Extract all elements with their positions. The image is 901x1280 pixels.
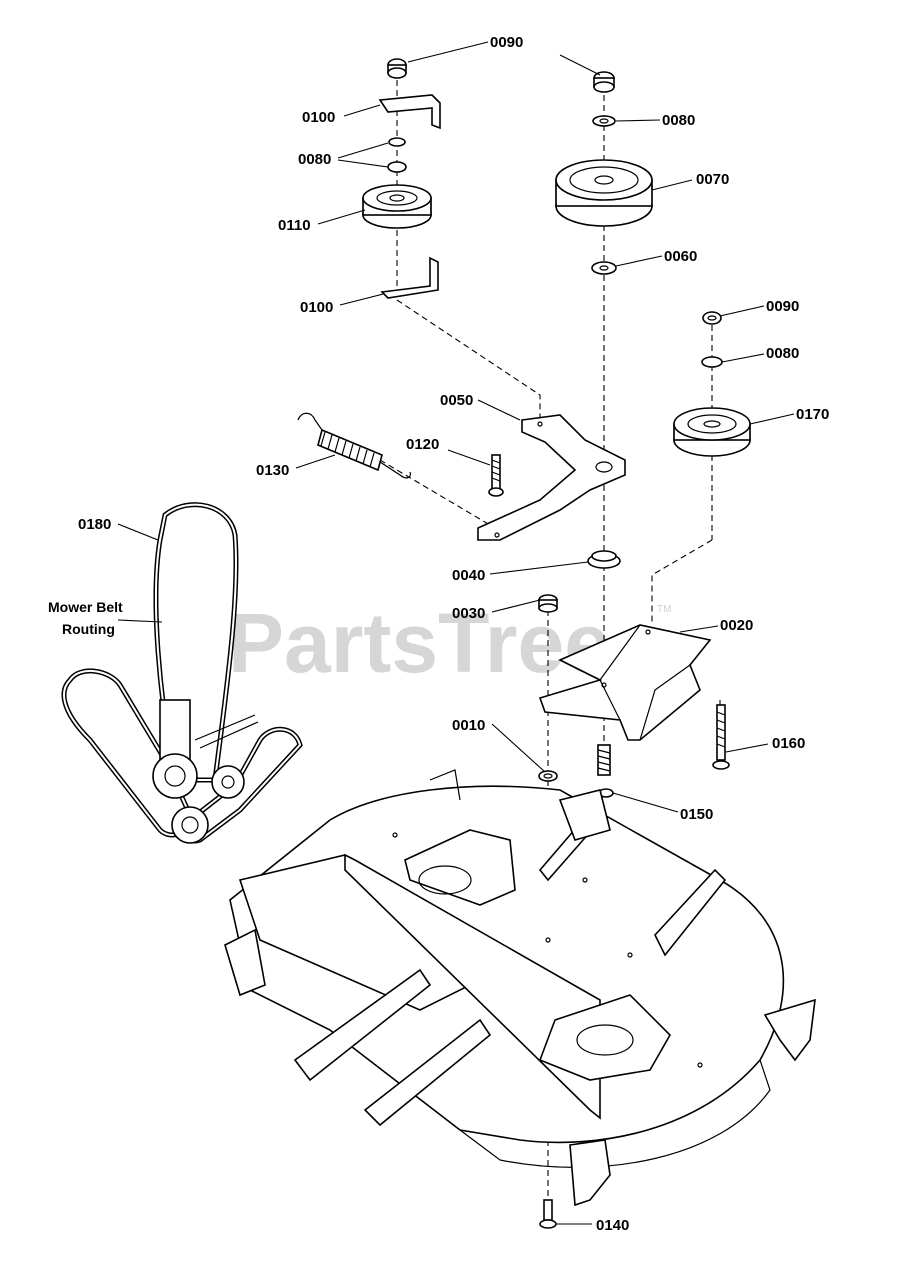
washer-0080-center xyxy=(592,115,616,127)
washer-0060 xyxy=(591,261,617,275)
callout-0120: 0120 xyxy=(406,436,439,453)
callout-0010: 0010 xyxy=(452,717,485,734)
callout-0150: 0150 xyxy=(680,806,713,823)
mower-deck xyxy=(224,769,816,1207)
callout-0040: 0040 xyxy=(452,567,485,584)
callout-0100-b: 0100 xyxy=(300,299,333,316)
callout-0100-a: 0100 xyxy=(302,109,335,126)
callout-0140: 0140 xyxy=(596,1217,629,1234)
nut-0090-right xyxy=(702,311,722,325)
washer-0080-right xyxy=(701,356,723,368)
callout-0070: 0070 xyxy=(696,171,729,188)
washer-0080-left-a xyxy=(388,137,406,147)
pulley-0110 xyxy=(362,184,432,229)
nut-0010 xyxy=(538,770,558,782)
bracket-0100-upper xyxy=(378,94,441,130)
washer-0080-left-b xyxy=(387,161,407,173)
belt-routing-inset xyxy=(61,502,303,844)
idler-arm-0050 xyxy=(477,414,626,541)
bracket-0100-lower xyxy=(380,256,439,299)
callout-0110: 0110 xyxy=(278,217,311,234)
pulley-0170 xyxy=(673,407,751,457)
bushing-0040 xyxy=(587,550,621,569)
watermark-tm: TM xyxy=(657,604,671,615)
nut-0090-center xyxy=(593,71,615,93)
spring-0130 xyxy=(297,412,411,479)
leader-lines xyxy=(117,41,795,1225)
nut-0030 xyxy=(538,594,558,613)
belt-routing-caption-line2: Routing xyxy=(62,621,115,637)
callout-labels: 0090 0100 0080 0110 0100 0090 0080 0070 … xyxy=(78,34,829,1234)
callout-0060: 0060 xyxy=(664,248,697,265)
bolt-0120 xyxy=(488,454,504,497)
pulley-0070 xyxy=(555,159,653,227)
bolt-0160 xyxy=(712,704,730,770)
callout-0090-a: 0090 xyxy=(490,34,523,51)
callout-0080-a: 0080 xyxy=(298,151,331,168)
nut-0090-left xyxy=(387,58,407,79)
callout-0020: 0020 xyxy=(720,617,753,634)
belt-routing-caption-line1: Mower Belt xyxy=(48,599,123,615)
callout-0080-b: 0080 xyxy=(662,112,695,129)
callout-0050: 0050 xyxy=(440,392,473,409)
callout-0030: 0030 xyxy=(452,605,485,622)
spring-0150 xyxy=(597,744,614,798)
bolt-0140 xyxy=(539,1199,557,1229)
callout-0080-c: 0080 xyxy=(766,345,799,362)
callout-0170: 0170 xyxy=(796,406,829,423)
callout-0130: 0130 xyxy=(256,462,289,479)
callout-0180: 0180 xyxy=(78,516,111,533)
callout-0090-b: 0090 xyxy=(766,298,799,315)
callout-0160: 0160 xyxy=(772,735,805,752)
bracket-0020 xyxy=(538,624,712,741)
